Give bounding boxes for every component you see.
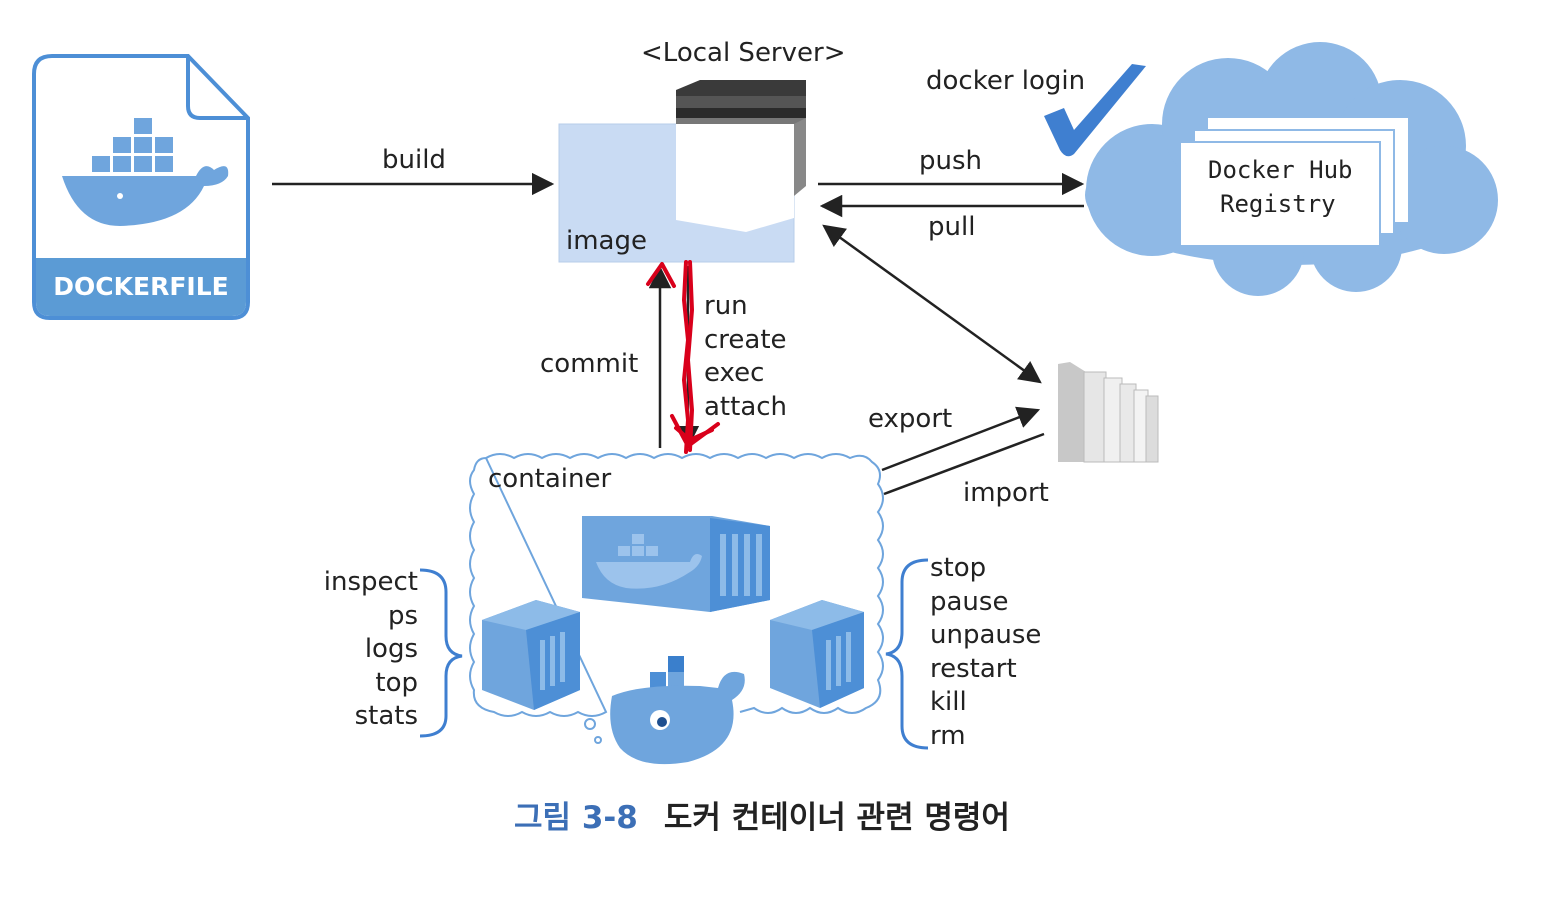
- image-label: image: [566, 226, 647, 256]
- right-commands-list: stop pause unpause restart kill rm: [930, 552, 1041, 753]
- run-command: create: [704, 324, 787, 355]
- run-command: run: [704, 291, 748, 321]
- caption-text: 도커 컨테이너 관련 명령어: [663, 800, 1010, 836]
- import-label: import: [963, 478, 1049, 508]
- shipping-container-icon: [582, 516, 770, 612]
- server-icon: [676, 80, 806, 232]
- lifecycle-command: stop: [930, 553, 987, 583]
- whale-mascot-icon: [610, 656, 745, 765]
- registry-line2: Registry: [1220, 190, 1336, 218]
- red-annotation: [646, 260, 720, 454]
- registry-pages: [1179, 118, 1408, 247]
- dockerfile-icon: [32, 54, 250, 320]
- inspect-command: logs: [364, 634, 418, 664]
- export-arrow: [881, 406, 1041, 472]
- local-server-title: <Local Server>: [641, 38, 846, 68]
- lifecycle-command: kill: [930, 687, 967, 717]
- image-files-arrow: [822, 224, 1042, 384]
- check-icon: [1044, 64, 1146, 157]
- inspect-command: inspect: [323, 567, 418, 597]
- lifecycle-command: pause: [930, 586, 1009, 617]
- lifecycle-command: restart: [930, 653, 1017, 684]
- container-label: container: [488, 464, 612, 494]
- registry-line1: Docker Hub: [1208, 156, 1353, 184]
- left-brace: [419, 568, 463, 738]
- right-brace: [885, 558, 929, 750]
- left-commands-list: inspect ps logs top stats: [300, 566, 418, 734]
- commit-label: commit: [540, 349, 639, 379]
- inspect-command: stats: [354, 701, 418, 731]
- small-container-right-icon: [770, 600, 864, 708]
- pull-label: pull: [928, 212, 976, 242]
- docker-login-label: docker login: [926, 66, 1086, 96]
- push-label: push: [919, 146, 983, 176]
- lifecycle-command: rm: [930, 720, 966, 751]
- files-icon: [1058, 362, 1159, 463]
- export-label: export: [868, 404, 953, 434]
- inspect-command: ps: [387, 600, 418, 631]
- dockerfile-label: DOCKERFILE: [53, 272, 229, 301]
- run-commands-list: run create exec attach: [704, 290, 787, 424]
- run-command: exec: [704, 358, 765, 388]
- small-container-left-icon: [482, 600, 580, 710]
- figure-caption: 그림 3-8 도커 컨테이너 관련 명령어: [514, 792, 1010, 837]
- build-label: build: [382, 145, 446, 175]
- import-arrow: [883, 432, 1045, 496]
- caption-number: 그림 3-8: [514, 800, 638, 836]
- inspect-command: top: [375, 667, 418, 698]
- lifecycle-command: unpause: [930, 620, 1042, 650]
- run-command: attach: [704, 391, 788, 422]
